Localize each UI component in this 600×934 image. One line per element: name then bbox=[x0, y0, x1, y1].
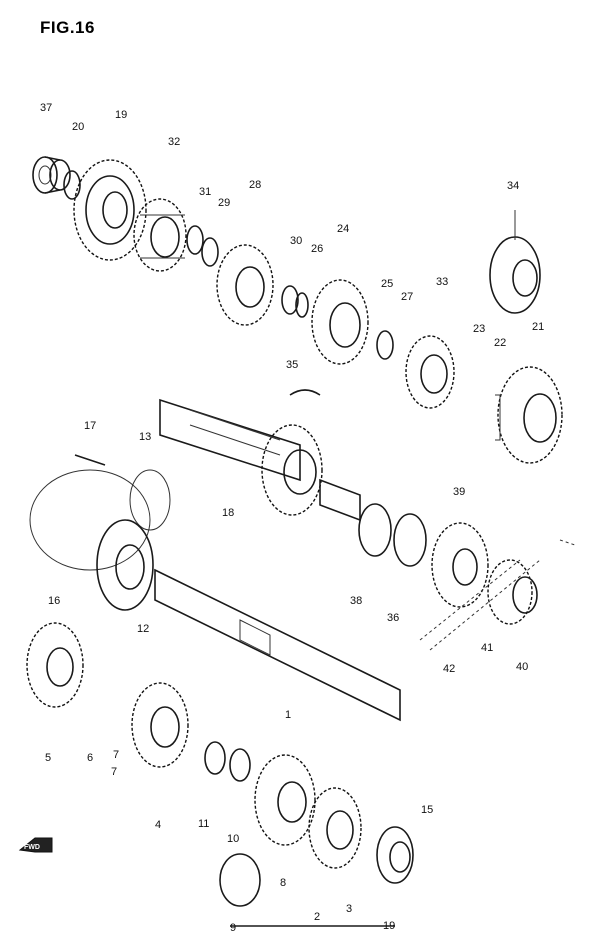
gear-28 bbox=[216, 244, 274, 326]
callout-33: 33 bbox=[436, 276, 449, 288]
callout-8: 8 bbox=[280, 877, 287, 889]
bearing-12 bbox=[96, 519, 154, 611]
callout-26: 26 bbox=[311, 243, 324, 255]
callout-20: 20 bbox=[72, 121, 85, 133]
bushing-9 bbox=[219, 853, 261, 907]
callout-32: 32 bbox=[168, 136, 181, 148]
callout-37: 37 bbox=[40, 102, 53, 114]
callout-11: 11 bbox=[198, 818, 210, 830]
callout-15: 15 bbox=[421, 804, 434, 816]
callout-27: 27 bbox=[401, 291, 414, 303]
sprocket-40 bbox=[487, 559, 538, 625]
mainshaft-1 bbox=[154, 568, 401, 722]
bearing-15 bbox=[376, 826, 414, 884]
shaft-35 bbox=[159, 389, 321, 482]
callout-31: 31 bbox=[199, 186, 212, 198]
callout-3: 3 bbox=[346, 903, 353, 915]
spacer-38 bbox=[319, 478, 427, 567]
fwd-arrow bbox=[18, 837, 53, 853]
callout-5: 5 bbox=[45, 752, 52, 764]
callout-21: 21 bbox=[532, 321, 545, 333]
callout-1: 1 bbox=[285, 709, 292, 721]
callout-7-upper: 7 bbox=[113, 749, 120, 761]
callout-18: 18 bbox=[222, 507, 235, 519]
callout-4: 4 bbox=[155, 819, 162, 831]
callout-39: 39 bbox=[453, 486, 466, 498]
figure-title: FIG.16 bbox=[40, 18, 95, 37]
washer-11 bbox=[204, 741, 251, 782]
clutch-plate-13 bbox=[29, 454, 171, 571]
washer-27 bbox=[376, 330, 394, 360]
bushing-31 bbox=[186, 225, 219, 267]
bearing-37 bbox=[32, 156, 71, 194]
callout-9: 9 bbox=[230, 922, 237, 934]
callout-40: 40 bbox=[516, 661, 529, 673]
callout-28: 28 bbox=[249, 179, 262, 191]
callout-35: 35 bbox=[286, 359, 299, 371]
sprocket-39 bbox=[431, 522, 489, 608]
callout-16: 16 bbox=[48, 595, 61, 607]
gear-19-top bbox=[73, 159, 147, 261]
callout-10: 10 bbox=[227, 833, 240, 845]
callout-6: 6 bbox=[87, 752, 94, 764]
gear-25 bbox=[311, 279, 369, 365]
callout-13: 13 bbox=[139, 431, 152, 443]
gear-18 bbox=[261, 424, 323, 516]
fwd-label: FWD bbox=[24, 844, 40, 851]
callout-36: 36 bbox=[387, 612, 400, 624]
gear-8 bbox=[308, 787, 362, 869]
gear-16 bbox=[26, 622, 84, 708]
callout-2: 2 bbox=[314, 911, 321, 923]
washer-30 bbox=[281, 285, 309, 318]
callout-19: 19 bbox=[115, 109, 128, 121]
callout-7-lower: 7 bbox=[111, 766, 118, 778]
drum-34 bbox=[489, 210, 541, 314]
callout-24: 24 bbox=[337, 223, 350, 235]
callout-25: 25 bbox=[381, 278, 394, 290]
gear-23 bbox=[405, 335, 455, 409]
callout-17: 17 bbox=[84, 420, 97, 432]
callout-38: 38 bbox=[350, 595, 363, 607]
callout-30: 30 bbox=[290, 235, 303, 247]
callout-34: 34 bbox=[507, 180, 520, 192]
callout-22: 22 bbox=[494, 337, 507, 349]
callout-29: 29 bbox=[218, 197, 231, 209]
callout-23: 23 bbox=[473, 323, 486, 335]
gear-10 bbox=[254, 754, 316, 846]
gear-32 bbox=[133, 198, 187, 272]
callout-42: 42 bbox=[443, 663, 456, 675]
callout-12: 12 bbox=[137, 623, 150, 635]
callout-41: 41 bbox=[481, 642, 494, 654]
washer-20 bbox=[63, 170, 81, 200]
chain-41 bbox=[419, 539, 576, 651]
gear-21 bbox=[495, 366, 563, 464]
callout-19-bottom: 19 bbox=[383, 920, 396, 932]
gear-4 bbox=[131, 682, 189, 768]
